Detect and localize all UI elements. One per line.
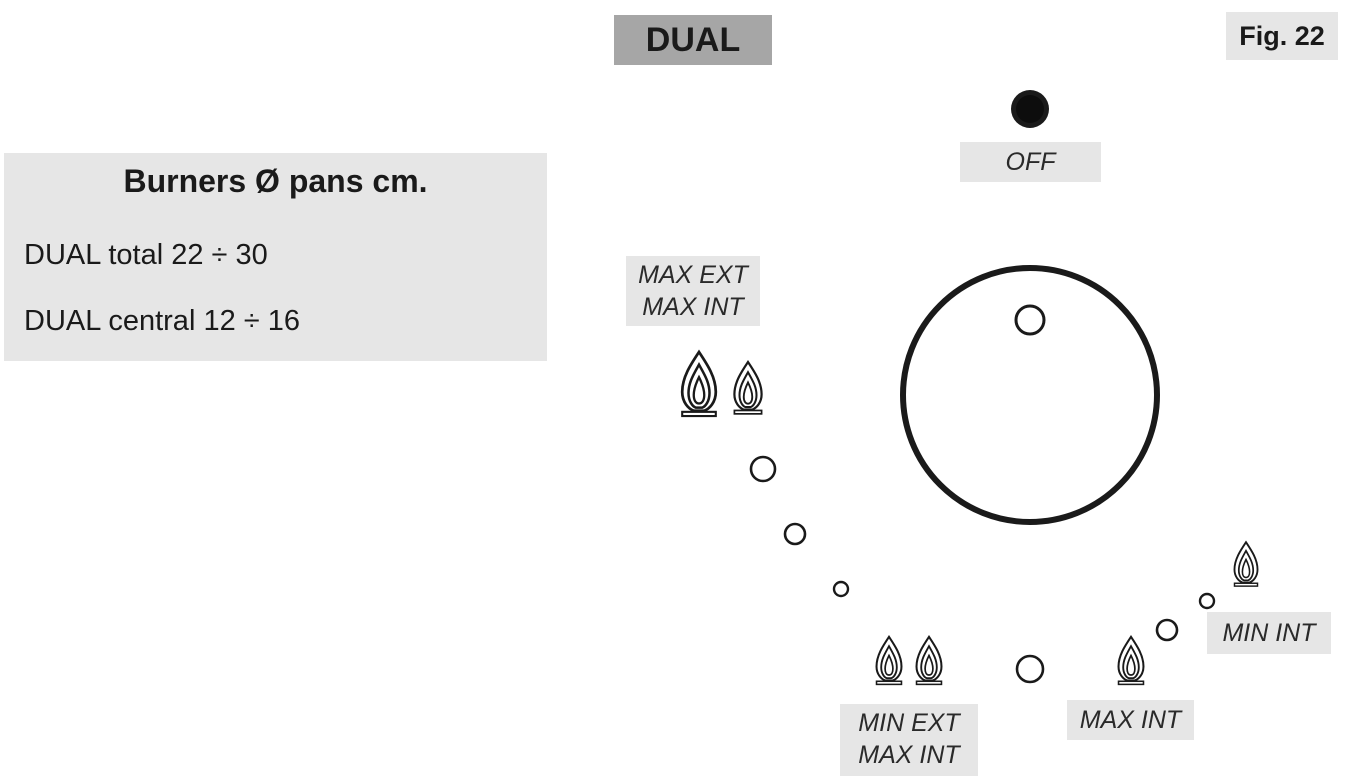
info-row-central: DUAL central 12 ÷ 16	[24, 305, 300, 337]
label-line: MAX EXT	[638, 261, 748, 289]
label-line: MAX INT	[642, 293, 744, 321]
knob-pointer-icon	[1014, 304, 1046, 336]
flame-icon	[680, 350, 718, 418]
position-marker-icon	[783, 522, 807, 546]
flame-icon	[1233, 541, 1259, 588]
flame-icon	[915, 635, 943, 686]
position-marker-icon	[749, 455, 777, 483]
burner-info-panel: Burners Ø pans cm. DUAL total 22 ÷ 30 DU…	[4, 153, 547, 361]
label-line: MAX INT	[858, 741, 960, 769]
label-line: MIN EXT	[858, 709, 960, 737]
position-marker-icon	[1155, 618, 1179, 642]
knob-icon	[900, 265, 1160, 525]
position-marker-icon	[1015, 654, 1045, 684]
label-off: OFF	[960, 142, 1101, 182]
info-heading: Burners Ø pans cm.	[123, 163, 428, 199]
position-marker-icon	[832, 580, 850, 598]
label-min-int: MIN INT	[1207, 612, 1331, 654]
info-row-total: DUAL total 22 ÷ 30	[24, 239, 268, 271]
flame-icon	[1117, 635, 1145, 686]
figure-label: Fig. 22	[1226, 12, 1338, 60]
flame-icon	[733, 360, 763, 415]
label-max-ext-max-int: MAX EXT MAX INT	[626, 256, 760, 326]
burner-title: DUAL	[614, 15, 772, 65]
label-min-ext-max-int: MIN EXT MAX INT	[840, 704, 978, 776]
position-marker-icon	[1198, 592, 1216, 610]
flame-icon	[875, 635, 903, 686]
label-max-int: MAX INT	[1067, 700, 1194, 740]
